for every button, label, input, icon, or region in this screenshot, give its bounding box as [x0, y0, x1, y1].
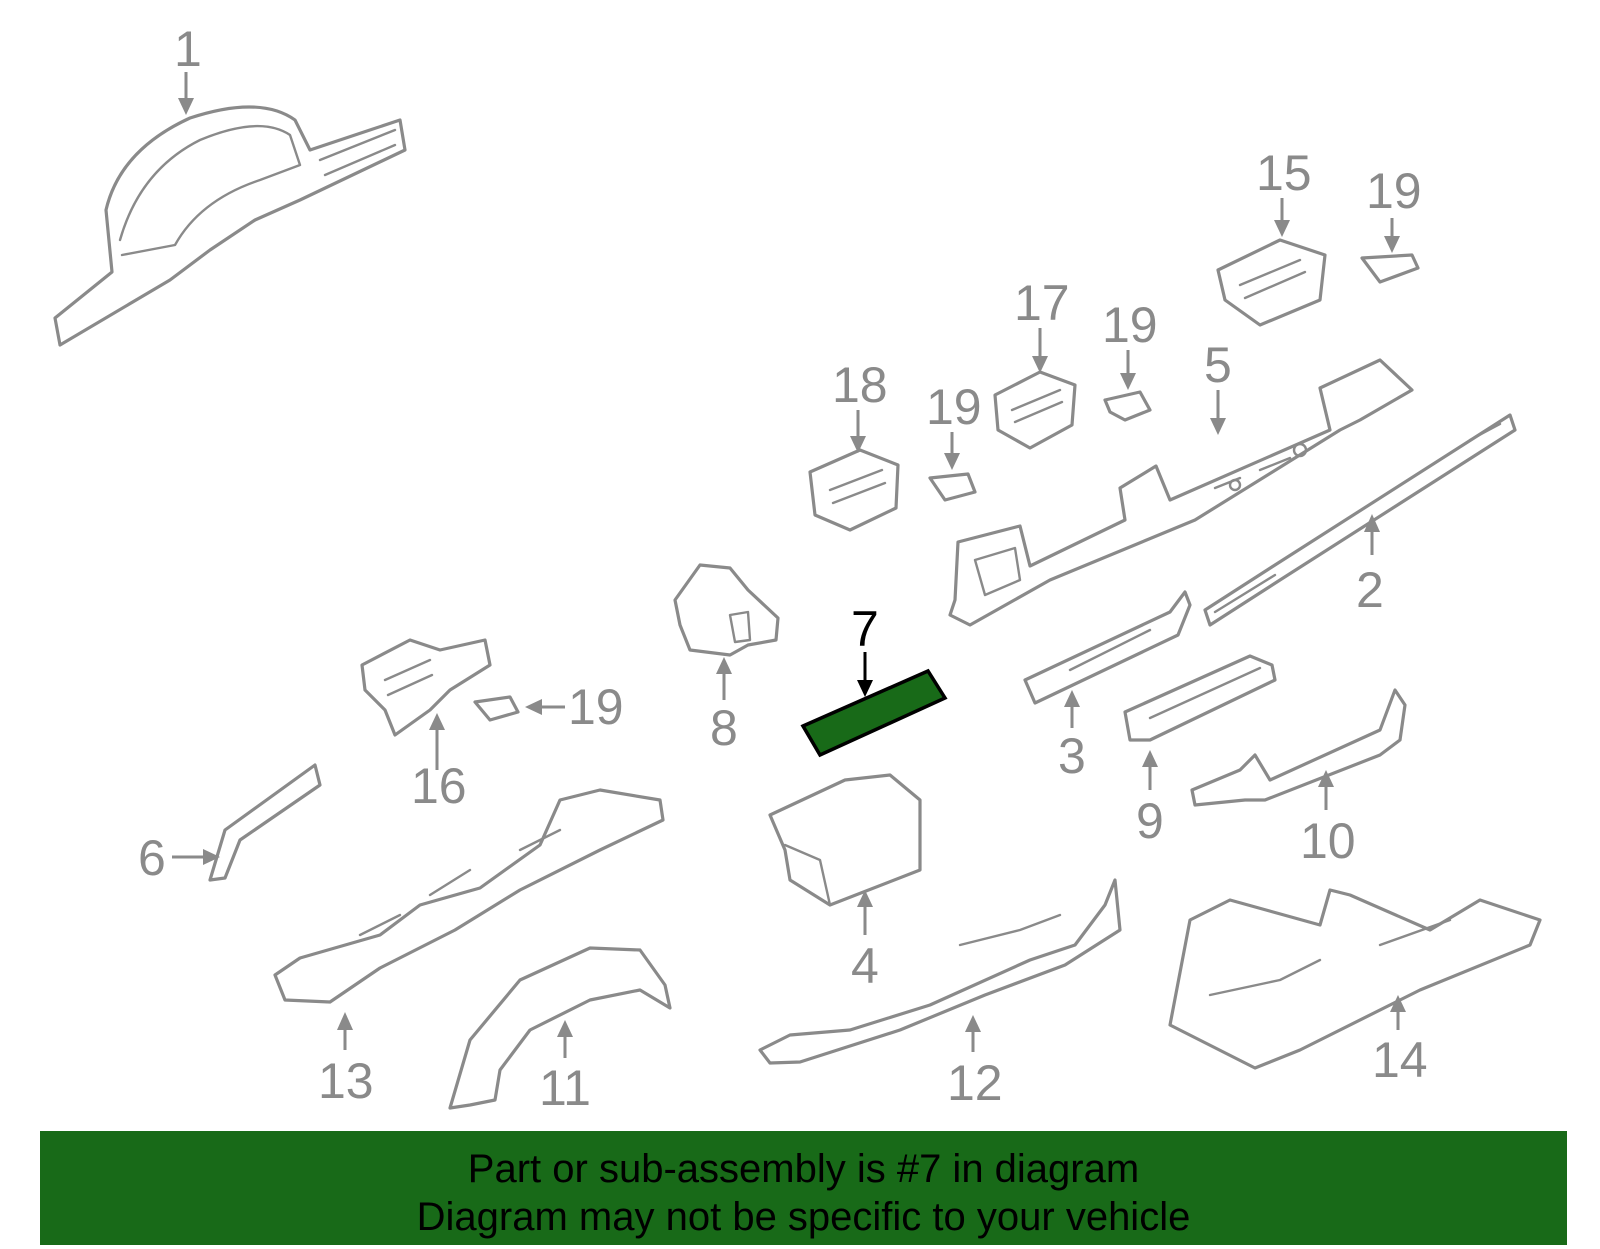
part-11-console-side[interactable]: [448, 946, 672, 1110]
part-8-bracket[interactable]: [673, 563, 780, 657]
callout-19-b: 19: [1102, 297, 1158, 390]
callout-label: 6: [138, 830, 166, 886]
banner-line-2: Diagram may not be specific to your vehi…: [416, 1195, 1191, 1239]
callout-14: 14: [1372, 995, 1428, 1088]
part-5-dash-upper-panel[interactable]: [948, 358, 1414, 627]
callout-8: 8: [710, 657, 738, 756]
part-19-blank-d[interactable]: [473, 695, 520, 722]
part-15-vent[interactable]: [1216, 238, 1327, 327]
callout-5: 5: [1204, 337, 1232, 435]
part-6-trim[interactable]: [208, 763, 322, 882]
callout-12: 12: [947, 1015, 1003, 1111]
callout-label: 8: [710, 700, 738, 756]
callout-label: 9: [1136, 793, 1164, 849]
callout-19-c: 19: [926, 379, 982, 470]
callout-label: 18: [832, 357, 888, 413]
banner-line-1: Part or sub-assembly is #7 in diagram: [467, 1147, 1140, 1191]
info-banner: Part or sub-assembly is #7 in diagram Di…: [40, 1131, 1567, 1245]
callout-16: 16: [411, 713, 467, 814]
callout-1: 1: [174, 21, 202, 115]
callout-label: 3: [1058, 728, 1086, 784]
callout-18: 18: [832, 357, 888, 453]
callout-label: 19: [926, 379, 982, 435]
callout-2: 2: [1356, 514, 1384, 618]
callout-9: 9: [1136, 750, 1164, 849]
callout-label: 10: [1300, 813, 1356, 869]
callout-4: 4: [851, 890, 879, 994]
callout-label: 17: [1014, 275, 1070, 331]
part-1-instrument-cluster-trim[interactable]: [53, 105, 407, 347]
callout-label: 1: [174, 21, 202, 77]
callout-label: 19: [1102, 297, 1158, 353]
callout-label: 4: [851, 938, 879, 994]
callout-19-d: 19: [525, 679, 624, 735]
part-3-trim-panel[interactable]: [1023, 590, 1192, 705]
callout-15: 15: [1256, 145, 1312, 237]
part-19-blank-c[interactable]: [928, 472, 977, 502]
callout-label: 15: [1256, 145, 1312, 201]
part-4-glove-box[interactable]: [768, 773, 922, 907]
callout-13: 13: [318, 1012, 374, 1109]
callout-6: 6: [138, 830, 220, 886]
part-14-lower-panel[interactable]: [1168, 888, 1542, 1070]
part-19-blank-a[interactable]: [1360, 253, 1420, 284]
callout-17: 17: [1014, 275, 1070, 373]
part-17-vent[interactable]: [993, 370, 1077, 450]
callout-label: 13: [318, 1053, 374, 1109]
callout-label: 14: [1372, 1032, 1428, 1088]
callout-10: 10: [1300, 770, 1356, 869]
callout-label: 19: [568, 679, 624, 735]
part-12-lower-trim[interactable]: [758, 878, 1122, 1065]
callout-label: 11: [539, 1060, 591, 1116]
callout-label: 16: [411, 758, 467, 814]
part-18-vent[interactable]: [808, 448, 900, 532]
callout-19-a: 19: [1366, 163, 1422, 253]
part-2-dash-trim-strip[interactable]: [1203, 413, 1517, 627]
callout-3: 3: [1058, 690, 1086, 784]
callout-label: 2: [1356, 562, 1384, 618]
part-19-blank-b[interactable]: [1103, 390, 1152, 422]
callout-7: 7: [851, 601, 879, 697]
callout-label: 5: [1204, 337, 1232, 393]
callout-11: 11: [539, 1020, 591, 1116]
callout-label: 19: [1366, 163, 1422, 219]
part-16-vent[interactable]: [360, 638, 492, 737]
part-10-handle-trim[interactable]: [1190, 688, 1407, 807]
callout-label: 7: [851, 601, 879, 657]
callout-label: 12: [947, 1055, 1003, 1111]
part-9-switch-panel[interactable]: [1123, 654, 1277, 742]
part-13-console-frame[interactable]: [273, 788, 665, 1004]
part-7-highlighted[interactable]: [800, 668, 948, 758]
